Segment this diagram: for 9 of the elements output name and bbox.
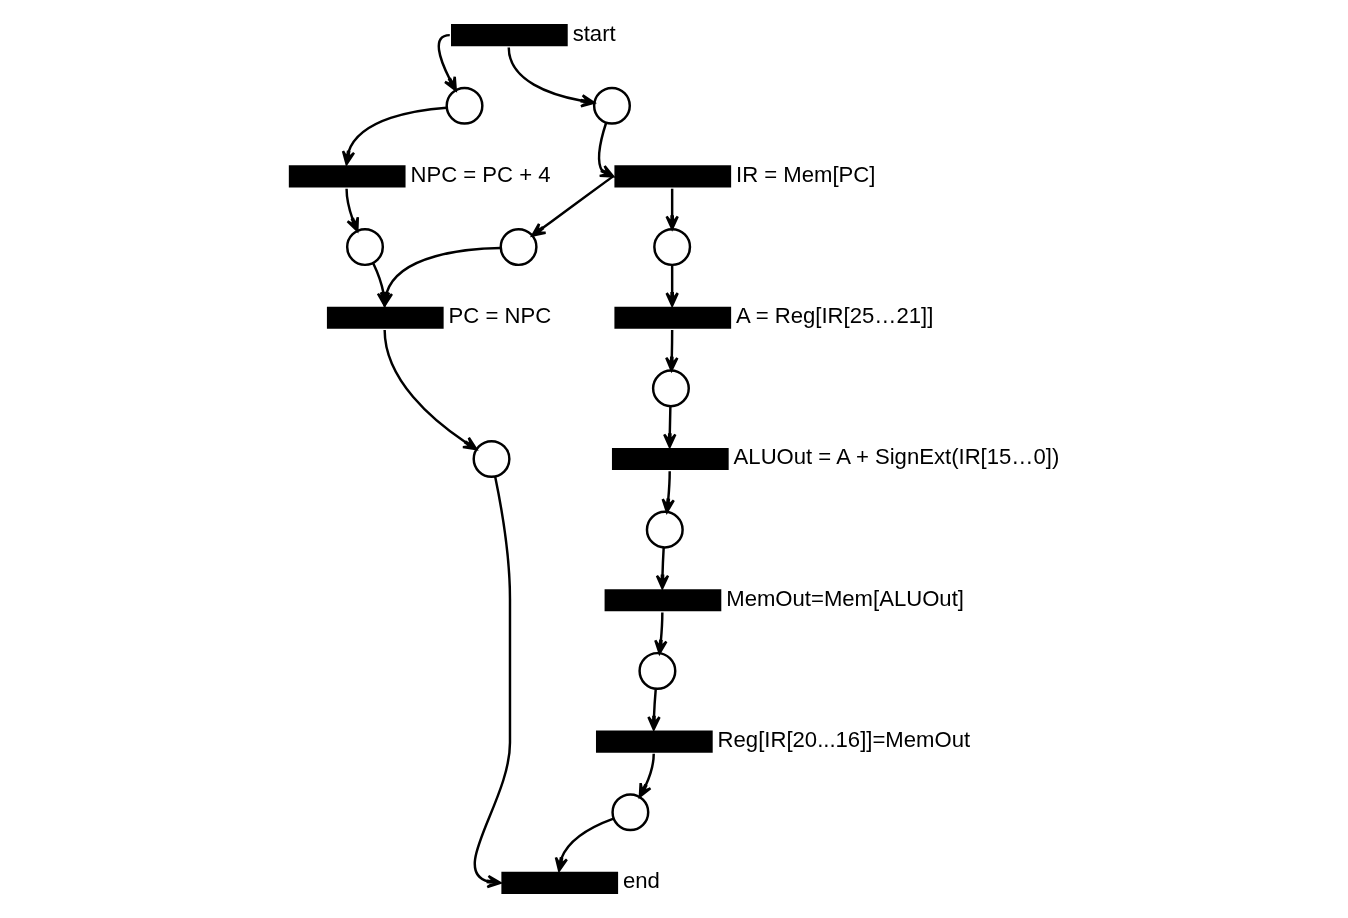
node-label: ALUOut = A + SignExt(IR[15…0]) bbox=[733, 444, 1060, 470]
node-label: Reg[IR[20...16]]=MemOut bbox=[717, 726, 971, 752]
node-label: PC = NPC bbox=[448, 303, 552, 329]
node-label: A = Reg[IR[25…21]] bbox=[736, 303, 934, 329]
node-label: IR = Mem[PC] bbox=[736, 161, 876, 187]
node-label: MemOut=Mem[ALUOut] bbox=[726, 585, 964, 611]
node-label: start bbox=[572, 20, 616, 46]
node-label: NPC = PC + 4 bbox=[410, 161, 551, 187]
node-label: end bbox=[623, 868, 660, 894]
